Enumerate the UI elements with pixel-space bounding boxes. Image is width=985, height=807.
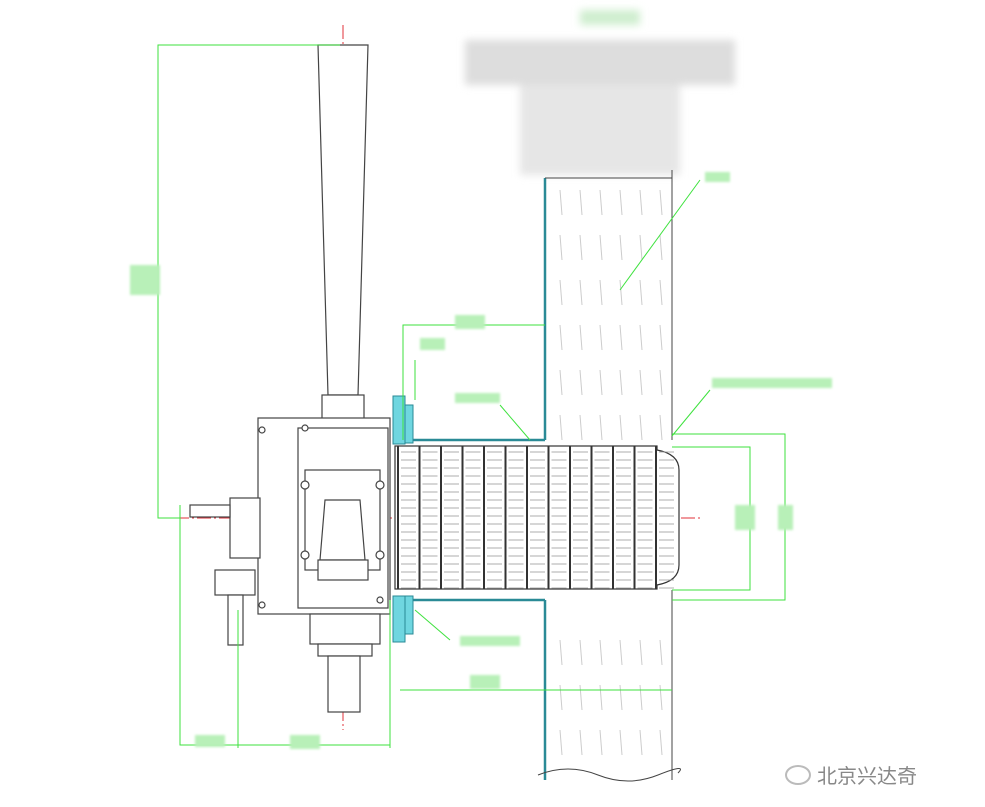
hatch-mark	[619, 639, 623, 666]
finned-tube-bundle	[394, 445, 680, 590]
hatch-mark	[559, 234, 563, 261]
tube-fins	[397, 446, 674, 589]
hatch-mark	[579, 639, 583, 666]
hatch-mark	[579, 324, 583, 351]
hatch-mark	[579, 279, 583, 306]
hatch-mark	[639, 729, 643, 756]
hatch-mark	[619, 414, 623, 441]
hatch-mark	[659, 324, 663, 351]
hatch-mark	[599, 729, 603, 756]
watermark: 北京兴达奇	[785, 760, 917, 789]
hatch-mark	[659, 729, 663, 756]
hatch-mark	[619, 279, 623, 306]
hatch-mark	[639, 639, 643, 666]
hatch-mark	[599, 189, 603, 216]
hatch-mark	[639, 324, 643, 351]
hatch-mark	[639, 684, 643, 711]
furnace-wall	[400, 170, 681, 782]
drive-motor	[309, 613, 381, 713]
hatch-mark	[659, 189, 663, 216]
hatch-mark	[599, 234, 603, 261]
hatch-mark	[639, 189, 643, 216]
hatch-mark	[559, 729, 563, 756]
hatch-mark	[619, 324, 623, 351]
hatch-mark	[579, 729, 583, 756]
hatch-mark	[559, 279, 563, 306]
illegible-dimension-labels	[130, 172, 832, 749]
hatch-mark	[559, 639, 563, 666]
hatch-mark	[619, 684, 623, 711]
hatch-mark	[619, 729, 623, 756]
hatch-mark	[639, 234, 643, 261]
hatch-mark	[639, 369, 643, 396]
gearbox-body	[189, 417, 391, 646]
hatch-mark	[659, 639, 663, 666]
hatch-mark	[579, 414, 583, 441]
hatch-mark	[619, 234, 623, 261]
hatch-mark	[639, 279, 643, 306]
hatch-mark	[579, 234, 583, 261]
hatch-mark	[579, 684, 583, 711]
soot-blower-lance	[317, 44, 369, 436]
hatch-mark	[599, 369, 603, 396]
hatch-mark	[559, 684, 563, 711]
hatch-mark	[559, 369, 563, 396]
hatch-mark	[619, 189, 623, 216]
mounting-flange	[392, 395, 414, 643]
hatch-mark	[659, 279, 663, 306]
hatch-mark	[599, 639, 603, 666]
hatch-mark	[599, 324, 603, 351]
watermark-text: 北京兴达奇	[817, 764, 917, 788]
wall-hatching	[559, 189, 663, 756]
hatch-mark	[559, 324, 563, 351]
hatch-mark	[659, 414, 663, 441]
hatch-mark	[559, 189, 563, 216]
hatch-mark	[659, 369, 663, 396]
hatch-mark	[579, 369, 583, 396]
hatch-mark	[599, 279, 603, 306]
hatch-mark	[599, 684, 603, 711]
hatch-mark	[599, 414, 603, 441]
hatch-mark	[559, 414, 563, 441]
wechat-icon	[785, 764, 811, 785]
hatch-mark	[639, 414, 643, 441]
hatch-mark	[659, 234, 663, 261]
hatch-mark	[659, 684, 663, 711]
hatch-mark	[619, 369, 623, 396]
blurred-top-structure	[465, 10, 735, 175]
hatch-mark	[579, 189, 583, 216]
